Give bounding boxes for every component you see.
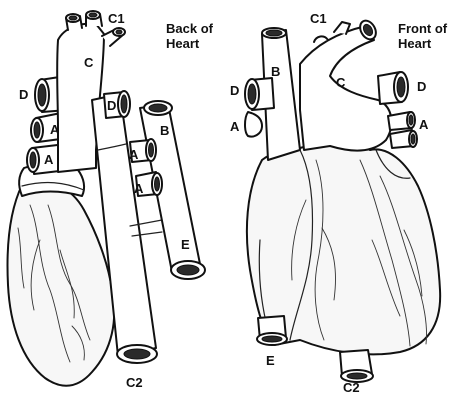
front-aorta [300, 26, 392, 151]
back-label-c: C [84, 55, 94, 70]
back-label-c2: C2 [126, 375, 143, 390]
front-title-line2: Heart [398, 36, 432, 51]
front-label-c1: C1 [310, 11, 327, 26]
front-label-d-left: D [230, 83, 239, 98]
front-label-d-right: D [417, 79, 426, 94]
front-label-e: E [266, 353, 275, 368]
front-of-heart-view: Front of Heart C1 B C D A D A E C2 [230, 11, 448, 394]
front-vessel-d-right [378, 72, 408, 104]
back-title-line2: Heart [166, 36, 200, 51]
front-title-line1: Front of [398, 21, 448, 36]
back-label-a-upper: A [50, 122, 60, 137]
back-label-c1: C1 [108, 11, 125, 26]
back-of-heart-view: Back of Heart C1 C D A A B D A A E C2 [8, 11, 214, 390]
front-label-b: B [271, 64, 280, 79]
back-label-b: B [160, 123, 169, 138]
back-vessel-b [144, 101, 172, 115]
front-vessel-d-left [245, 78, 274, 110]
back-label-a-inner-lower: A [134, 181, 144, 196]
front-vessel-a-left [245, 112, 262, 137]
front-label-a-left: A [230, 119, 240, 134]
back-label-d: D [19, 87, 28, 102]
back-label-a-inner-upper: A [129, 147, 139, 162]
front-label-c: C [336, 75, 346, 90]
front-label-a-right: A [419, 117, 429, 132]
front-label-c2: C2 [343, 380, 360, 394]
back-label-e: E [181, 237, 190, 252]
back-label-a-lower: A [44, 152, 54, 167]
front-vessel-a-right [388, 112, 417, 148]
back-title-line1: Back of [166, 21, 214, 36]
back-label-d-inner: D [107, 98, 116, 113]
